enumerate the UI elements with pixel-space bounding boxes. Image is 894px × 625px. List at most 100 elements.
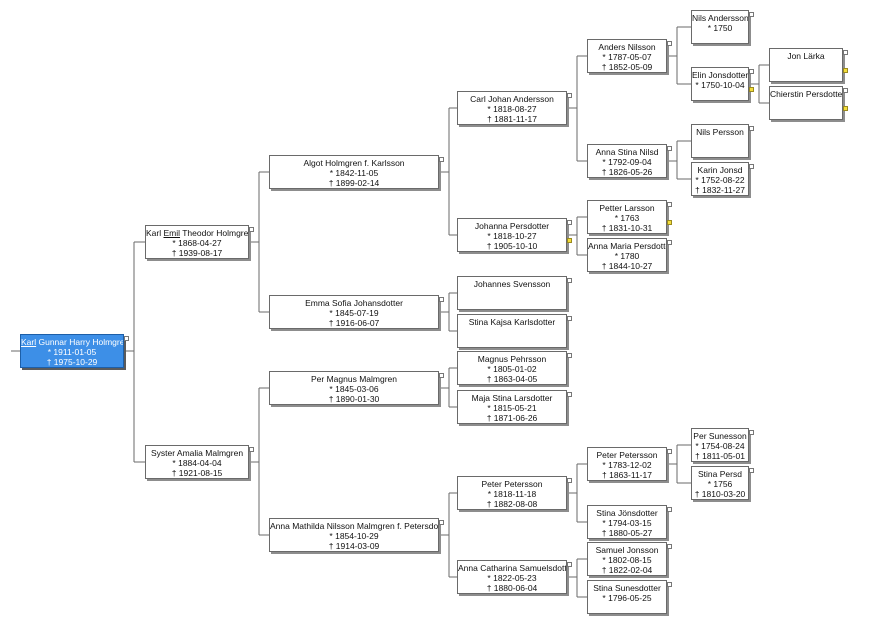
person-card[interactable]: Jon Lärka [769, 48, 848, 82]
expand-icon[interactable] [749, 12, 754, 17]
expand-icon[interactable] [749, 430, 754, 435]
birth-date: * 1792-09-04 [602, 157, 652, 168]
person-card[interactable]: Anna Stina Nilsd* 1792-09-04† 1826-05-26 [587, 144, 672, 178]
person-card[interactable]: Anna Catharina Samuelsdotter* 1822-05-23… [457, 560, 572, 594]
person-card[interactable]: Anna Mathilda Nilsson Malmgren f. Peters… [269, 518, 444, 552]
person-card[interactable]: Peter Petersson* 1783-12-02† 1863-11-17 [587, 447, 672, 481]
person-card[interactable]: Emma Sofia Johansdotter* 1845-07-19† 191… [269, 295, 444, 329]
person-card[interactable]: Johannes Svensson [457, 276, 572, 310]
birth-date: * 1854-10-29 [329, 531, 379, 542]
birth-date: * 1868-04-27 [172, 238, 222, 249]
expand-icon[interactable] [843, 50, 848, 55]
expand-icon[interactable] [567, 562, 572, 567]
person-card[interactable]: Maja Stina Larsdotter* 1815-05-21† 1871-… [457, 390, 572, 424]
person-name: Syster Amalia Malmgren [150, 448, 244, 458]
expand-icon[interactable] [567, 478, 572, 483]
expand-icon[interactable] [124, 336, 129, 341]
person-card[interactable]: Stina Kajsa Karlsdotter [457, 314, 572, 348]
person-card[interactable]: Peter Petersson* 1818-11-18† 1882-08-08 [457, 476, 572, 510]
death-date: † 1914-03-09 [328, 541, 380, 552]
name-suffix: Gunnar Harry Holmgren [36, 337, 123, 347]
more-ancestors-icon[interactable] [667, 220, 672, 225]
person-card[interactable]: Magnus Pehrsson* 1805-01-02† 1863-04-05 [457, 351, 572, 385]
name-callname: Karl [21, 337, 37, 347]
person-card[interactable]: Samuel Jonsson* 1802-08-15† 1822-02-04 [587, 542, 672, 576]
death-date: † 1899-02-14 [328, 178, 380, 189]
expand-icon[interactable] [749, 468, 754, 473]
expand-icon[interactable] [567, 220, 572, 225]
expand-icon[interactable] [567, 392, 572, 397]
expand-icon[interactable] [667, 240, 672, 245]
person-card[interactable]: Stina Sunesdotter* 1796-05-25 [587, 580, 672, 614]
more-ancestors-icon[interactable] [749, 87, 754, 92]
name-prefix: Karl [146, 228, 164, 238]
person-card[interactable]: Nils Persson [691, 124, 754, 158]
person-card[interactable]: Anders Nilsson* 1787-05-07† 1852-05-09 [587, 39, 672, 73]
more-ancestors-icon[interactable] [567, 238, 572, 243]
expand-icon[interactable] [249, 227, 254, 232]
person-name: Stina Kajsa Karlsdotter [468, 317, 556, 327]
expand-icon[interactable] [439, 520, 444, 525]
more-ancestors-icon[interactable] [843, 106, 848, 111]
expand-icon[interactable] [667, 41, 672, 46]
person-card[interactable]: Nils Andersson* 1750 [691, 10, 754, 44]
death-date: † 1939-08-17 [171, 248, 223, 259]
expand-icon[interactable] [667, 146, 672, 151]
expand-icon[interactable] [439, 373, 444, 378]
expand-icon[interactable] [667, 202, 672, 207]
person-card[interactable]: Chierstin Persdotter [769, 86, 848, 120]
expand-icon[interactable] [843, 88, 848, 93]
person-card[interactable]: Stina Persd* 1756† 1810-03-20 [691, 466, 754, 500]
expand-icon[interactable] [667, 507, 672, 512]
death-date: † 1975-10-29 [46, 357, 98, 368]
person-card[interactable]: Petter Larsson* 1763† 1831-10-31 [587, 200, 672, 234]
person-card[interactable]: Elin Jonsdotter* 1750-10-04 [691, 67, 754, 101]
person-name: Karin Jonsd [697, 165, 743, 175]
expand-icon[interactable] [567, 353, 572, 358]
person-card[interactable]: Karl Emil Theodor Holmgren* 1868-04-27† … [145, 225, 254, 259]
person-name: Karl Gunnar Harry Holmgren [21, 337, 123, 347]
expand-icon[interactable] [667, 544, 672, 549]
person-card[interactable]: Per Magnus Malmgren* 1845-03-06† 1890-01… [269, 371, 444, 405]
person-name: Anna Mathilda Nilsson Malmgren f. Peters… [270, 521, 438, 531]
person-name: Anders Nilsson [598, 42, 656, 52]
death-date: † 1811-05-01 [695, 451, 745, 462]
death-date: † 1822-02-04 [601, 565, 653, 576]
birth-date: * 1750-10-04 [695, 80, 745, 91]
birth-date: * 1815-05-21 [487, 403, 537, 414]
birth-date: * 1805-01-02 [487, 364, 537, 375]
person-card[interactable]: Anna Maria Persdotter* 1780† 1844-10-27 [587, 238, 672, 272]
person-card[interactable]: Stina Jönsdotter* 1794-03-15† 1880-05-27 [587, 505, 672, 539]
person-card[interactable]: Algot Holmgren f. Karlsson* 1842-11-05† … [269, 155, 444, 189]
expand-icon[interactable] [749, 164, 754, 169]
person-card[interactable]: Karin Jonsd* 1752-08-22† 1832-11-27 [691, 162, 754, 196]
death-date: † 1826-05-26 [601, 167, 653, 178]
more-ancestors-icon[interactable] [843, 68, 848, 73]
person-card-selected[interactable]: Karl Gunnar Harry Holmgren* 1911-01-05† … [20, 334, 129, 368]
death-date: † 1863-11-17 [602, 470, 652, 481]
person-name: Chierstin Persdotter [770, 89, 842, 99]
person-card[interactable]: Johanna Persdotter* 1818-10-27† 1905-10-… [457, 218, 572, 252]
expand-icon[interactable] [439, 157, 444, 162]
person-card[interactable]: Carl Johan Andersson* 1818-08-27† 1881-1… [457, 91, 572, 125]
death-date: † 1881-11-17 [487, 114, 537, 125]
birth-date: * 1818-11-18 [487, 489, 537, 500]
person-card[interactable]: Syster Amalia Malmgren* 1884-04-04† 1921… [145, 445, 254, 479]
expand-icon[interactable] [567, 316, 572, 321]
expand-icon[interactable] [249, 447, 254, 452]
expand-icon[interactable] [749, 69, 754, 74]
expand-icon[interactable] [749, 126, 754, 131]
person-name: Jon Lärka [787, 51, 825, 61]
expand-icon[interactable] [667, 449, 672, 454]
birth-date: * 1911-01-05 [47, 347, 97, 358]
person-name: Johanna Persdotter [474, 221, 550, 231]
expand-icon[interactable] [567, 93, 572, 98]
person-name: Nils Persson [696, 127, 744, 137]
expand-icon[interactable] [667, 582, 672, 587]
expand-icon[interactable] [439, 297, 444, 302]
expand-icon[interactable] [567, 278, 572, 283]
person-card[interactable]: Per Sunesson* 1754-08-24† 1811-05-01 [691, 428, 754, 462]
person-name: Karl Emil Theodor Holmgren [146, 228, 248, 238]
